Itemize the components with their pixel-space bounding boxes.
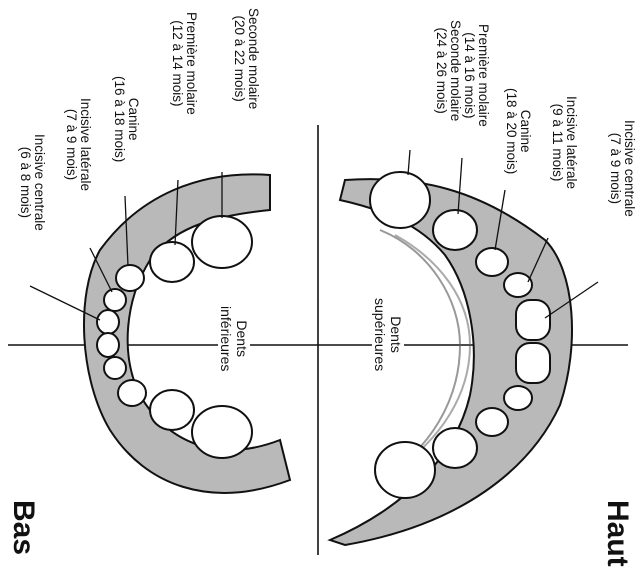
lower-central-incisor xyxy=(97,310,119,334)
lower-second-molar-label: Seconde molaire(20 à 22 mois) xyxy=(232,8,260,109)
lower-first-molar-label: Première molaire(12 à 14 mois) xyxy=(170,12,198,115)
lower-title: Bas xyxy=(6,500,40,555)
upper-lateral-incisor-label: Incisive latérale(9 à 11 mois) xyxy=(550,96,578,189)
lower-lateral-incisor-label: Incisive latérale(7 à 9 mois) xyxy=(64,98,92,191)
upper-canine-label: Canine(18 à 20 mois) xyxy=(504,88,532,174)
upper-canine xyxy=(476,248,508,276)
upper-lateral-incisor xyxy=(504,273,532,297)
lower-first-molar xyxy=(150,242,194,282)
lower-second-molar xyxy=(192,216,252,268)
lower-canine xyxy=(116,265,144,291)
lower-canine-label: Canine(16 à 18 mois) xyxy=(112,76,140,162)
lower-central-incisor-label: Incisive centrale(6 à 8 mois) xyxy=(18,134,46,231)
lower-gum xyxy=(84,174,290,492)
lower-lateral-incisor xyxy=(104,289,126,311)
upper-title: Haut xyxy=(600,500,634,567)
upper-second-molar-label: Seconde molaire(24 à 26 mois) xyxy=(434,20,462,121)
upper-first-molar-label: Première molaire(14 à 16 mois) xyxy=(462,24,490,127)
upper-second-molar xyxy=(370,172,430,228)
upper-central-incisor xyxy=(516,300,550,340)
upper-central-incisor-label: Incisive centrale(7 à 9 mois) xyxy=(608,120,636,217)
upper-first-molar xyxy=(433,210,477,250)
